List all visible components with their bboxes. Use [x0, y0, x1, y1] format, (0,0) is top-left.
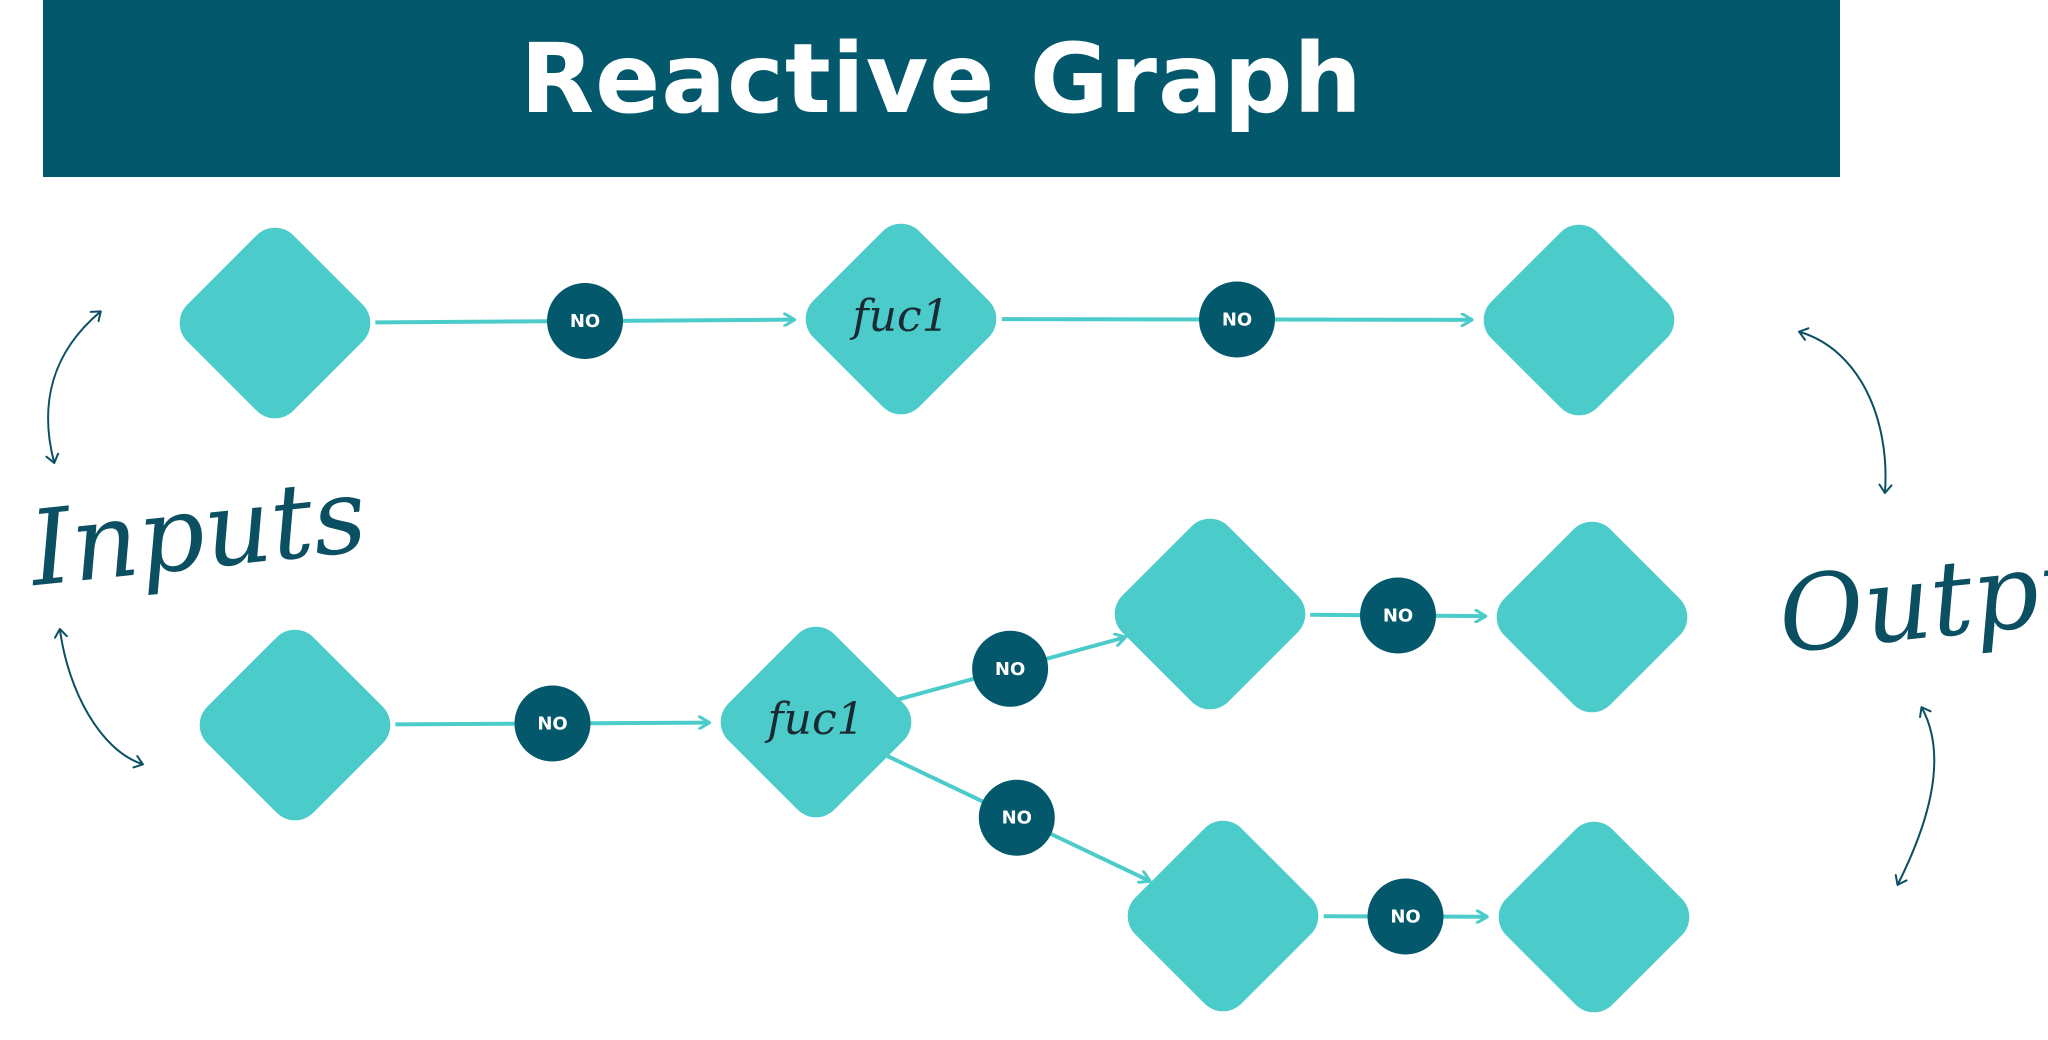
node-shape — [1496, 521, 1688, 713]
edge-badge: NO — [1360, 577, 1437, 654]
edge-badge: NO — [972, 630, 1049, 707]
node-shape — [1483, 224, 1675, 416]
edge-badge: NO — [1367, 878, 1444, 955]
outputs-curly-arrow-up — [1798, 327, 1893, 494]
title-bar: Reactive Graph — [43, 0, 1840, 177]
outputs-label: Outputs — [1773, 512, 2048, 678]
badge-circle — [1360, 577, 1437, 654]
badge-label: NO — [1390, 906, 1420, 927]
node-shape — [1498, 821, 1690, 1013]
badges-layer: NO NO NO NO NO NO NO — [514, 281, 1444, 955]
diagram-node — [179, 227, 371, 419]
inputs-curly-arrow-up — [45, 310, 102, 464]
inputs-curly-arrow-down — [53, 628, 144, 769]
edge-badge: NO — [978, 779, 1055, 856]
diagram-node — [1114, 518, 1306, 710]
badge-label: NO — [1383, 605, 1413, 626]
node-shape — [179, 227, 371, 419]
diagram-node — [1498, 821, 1690, 1013]
inputs-label: Inputs — [22, 454, 372, 611]
badge-circle — [547, 283, 624, 360]
page-title: Reactive Graph — [520, 22, 1363, 135]
outputs-curly-arrow-down — [1894, 706, 1936, 886]
node-shape — [199, 629, 391, 821]
diagram-node: fuc1 — [720, 626, 912, 818]
badge-label: NO — [537, 714, 567, 735]
badge-circle — [514, 685, 591, 762]
diagram-node — [1483, 224, 1675, 416]
node-shape — [1127, 820, 1319, 1012]
diagram-node — [1127, 820, 1319, 1012]
node-shape — [805, 223, 997, 415]
badge-label: NO — [1222, 309, 1252, 330]
diagram-node — [199, 629, 391, 821]
node-shape — [1114, 518, 1306, 710]
edge-badge: NO — [514, 685, 591, 762]
badge-label: NO — [995, 659, 1025, 680]
badge-label: NO — [570, 311, 600, 332]
node-label: fuc1 — [849, 291, 949, 342]
edges-layer — [375, 319, 1487, 917]
edge-badge: NO — [1199, 281, 1275, 358]
node-shape — [720, 626, 912, 818]
badge-label: NO — [1002, 808, 1032, 829]
diagram-node — [1496, 521, 1688, 713]
edge-badge: NO — [547, 283, 624, 360]
badge-circle — [978, 779, 1055, 856]
badge-circle — [1199, 281, 1275, 358]
badge-circle — [972, 630, 1049, 707]
nodes-layer: fuc1 fuc1 — [179, 223, 1690, 1013]
badge-circle — [1367, 878, 1444, 955]
diagram-node: fuc1 — [805, 223, 997, 415]
node-label: fuc1 — [764, 694, 864, 745]
